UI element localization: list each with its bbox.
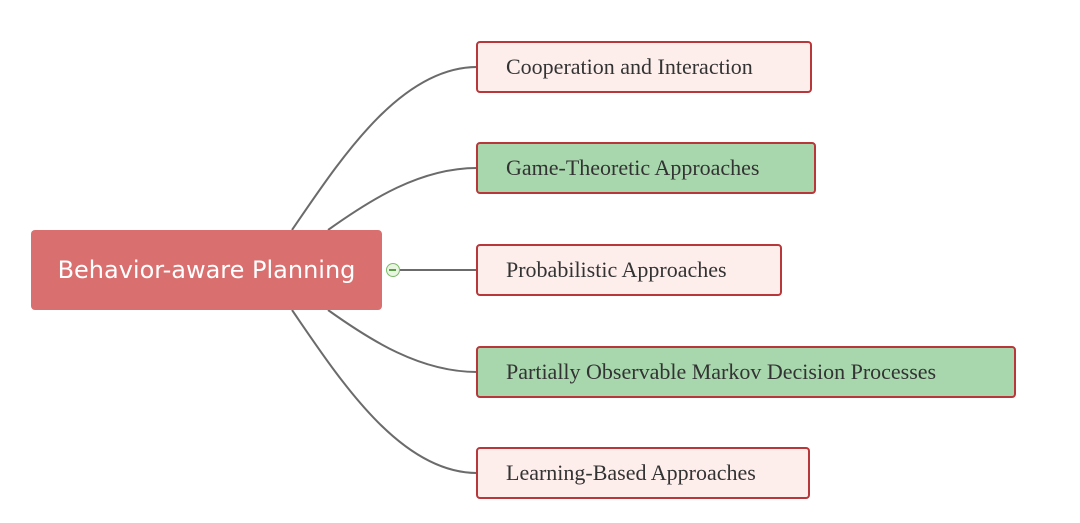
branch-node-probabilistic[interactable]: Probabilistic Approaches: [476, 244, 782, 296]
connector-game-theoretic: [327, 167, 478, 231]
root-node-label: Behavior-aware Planning: [57, 256, 356, 284]
root-node[interactable]: Behavior-aware Planning: [31, 230, 382, 310]
connector-learning: [291, 309, 478, 474]
collapse-minus-icon[interactable]: [386, 263, 400, 277]
connector-pomdp: [327, 309, 478, 373]
branch-node-pomdp[interactable]: Partially Observable Markov Decision Pro…: [476, 346, 1016, 398]
branch-node-learning[interactable]: Learning-Based Approaches: [476, 447, 810, 499]
branch-label: Learning-Based Approaches: [506, 460, 756, 485]
branch-label: Game-Theoretic Approaches: [506, 155, 760, 180]
connector-cooperation: [291, 66, 478, 231]
branch-label: Partially Observable Markov Decision Pro…: [506, 359, 937, 384]
branch-node-game-theoretic[interactable]: Game-Theoretic Approaches: [476, 142, 816, 194]
branch-node-cooperation[interactable]: Cooperation and Interaction: [476, 41, 812, 93]
branch-label: Probabilistic Approaches: [506, 257, 727, 282]
branch-label: Cooperation and Interaction: [506, 54, 753, 79]
